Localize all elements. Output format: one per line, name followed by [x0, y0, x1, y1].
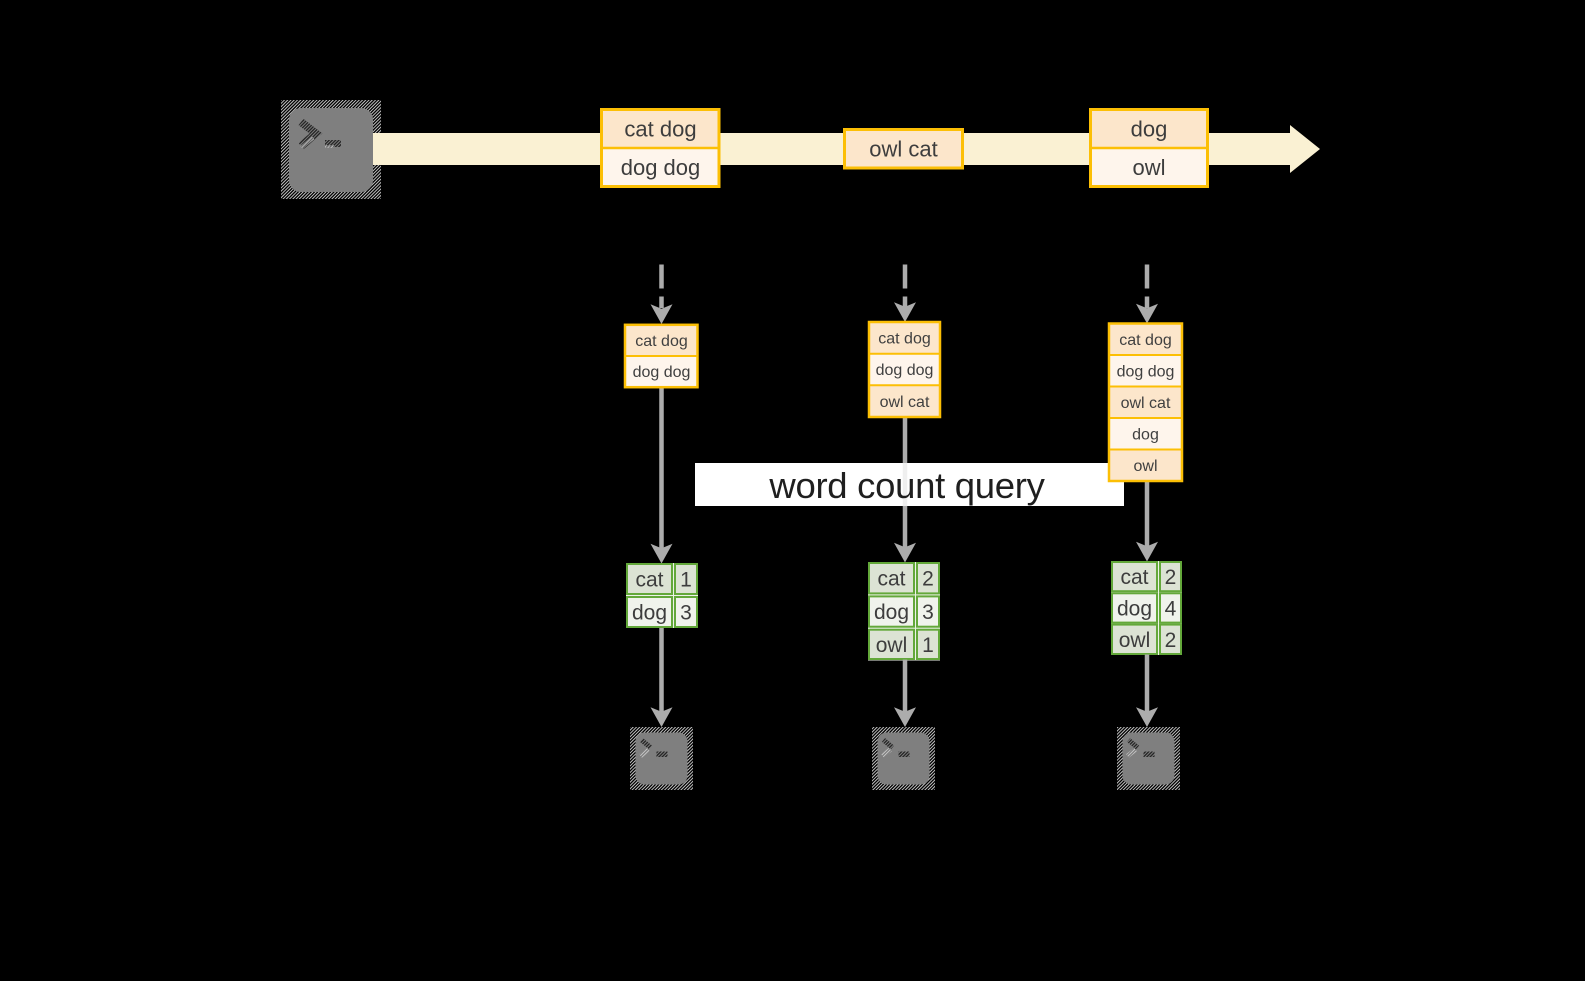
svg-text:dog dog: dog dog	[876, 362, 934, 379]
svg-text:dog: dog	[632, 602, 667, 625]
svg-text:cat dog: cat dog	[1119, 332, 1171, 349]
svg-text:2: 2	[922, 568, 934, 591]
svg-text:cat: cat	[877, 568, 905, 591]
svg-text:dog: dog	[1131, 116, 1168, 141]
svg-text:2: 2	[1165, 629, 1177, 652]
svg-text:2: 2	[1165, 566, 1177, 589]
svg-text:4: 4	[1165, 597, 1177, 620]
svg-text:cat: cat	[1120, 566, 1148, 589]
svg-text:dog: dog	[874, 601, 909, 624]
svg-text:cat dog: cat dog	[635, 333, 687, 350]
svg-text:owl: owl	[1119, 629, 1151, 652]
svg-text:dog: dog	[1132, 427, 1159, 444]
svg-text:owl cat: owl cat	[880, 394, 930, 411]
svg-text:owl: owl	[876, 634, 908, 657]
svg-text:dog: dog	[1117, 597, 1152, 620]
svg-text:cat dog: cat dog	[624, 116, 696, 141]
svg-text:dog dog: dog dog	[633, 364, 691, 381]
svg-text:dog dog: dog dog	[621, 155, 701, 180]
svg-text:1: 1	[680, 569, 692, 592]
svg-text:word count query: word count query	[768, 465, 1045, 506]
svg-text:3: 3	[922, 601, 934, 624]
svg-text:1: 1	[922, 634, 934, 657]
svg-text:3: 3	[680, 602, 692, 625]
svg-text:owl: owl	[1132, 155, 1165, 180]
svg-text:dog dog: dog dog	[1117, 364, 1175, 381]
svg-text:cat dog: cat dog	[878, 331, 930, 348]
svg-text:cat: cat	[635, 569, 663, 592]
svg-text:owl cat: owl cat	[869, 136, 937, 161]
svg-text:owl: owl	[1133, 458, 1157, 475]
svg-text:owl cat: owl cat	[1121, 395, 1171, 412]
